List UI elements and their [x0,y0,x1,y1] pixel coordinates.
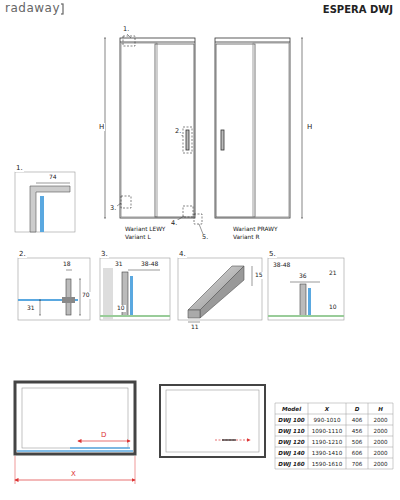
callout-number: 2. [174,128,182,135]
table-cell: D [355,406,360,412]
table-rule [275,436,393,437]
variant-label: Variant R [232,234,260,241]
table-cell: 406 [352,417,363,423]
table-cell: 456 [352,428,363,434]
logo-text: radaway [4,2,61,16]
table-cell: 2000 [373,450,387,456]
dimension-label: 10 [116,305,126,312]
table-cell: 1390-1410 [312,450,343,456]
table-cell: 506 [352,439,363,445]
table-cell: DWJ 120 [278,439,305,445]
table-cell: 2000 [373,417,387,423]
dimension-label: 11 [190,324,200,331]
table-rule [275,414,393,415]
table-cell: 2000 [373,461,387,467]
dimension-label: 21 [328,270,338,277]
table-cell: 606 [352,450,363,456]
table-rule [275,469,393,470]
dimension-label: 15 [254,272,264,279]
variant-label: Variant L [124,234,152,241]
table-rule [393,403,394,469]
dimension-label: 38-48 [140,261,159,268]
dimension-label: 31 [26,305,36,312]
dimension-label: 31 [114,261,124,268]
table-cell: 1090-1110 [312,428,343,434]
table-cell: H [378,406,383,412]
dimension-label: 38-48 [272,262,291,269]
table-cell: 2000 [373,439,387,445]
dimension-label: H [306,123,313,131]
dimension-label: H [98,123,105,131]
dimension-label: X [70,470,77,478]
callout-number: 1. [15,164,24,172]
dimension-label: 36 [298,273,308,280]
table-rule [275,458,393,459]
callout-number: 4. [178,250,187,258]
table-rule [368,403,369,469]
dimension-label: 10 [328,304,338,311]
table-cell: 1190-1210 [312,439,343,445]
table-cell: DWJ 100 [278,417,305,423]
dimension-label: 70 [81,292,91,299]
title: ESPERA DWJ [322,4,394,16]
table-cell: X [325,406,329,412]
callout-number: 3. [109,205,117,212]
callout-number: 5. [201,234,209,241]
callout-number: 2. [18,250,27,258]
table-cell: DWJ 140 [278,450,305,456]
table-cell: DWJ 110 [278,428,305,434]
table-rule [275,447,393,448]
table-rule [308,403,309,469]
variant-label: Wariant LEWY [124,226,166,233]
table-cell: 2000 [373,428,387,434]
dimension-label: D [100,431,107,439]
table-cell: 1590-1610 [312,461,343,467]
callout-number: 1. [122,26,130,33]
dimension-label: 74 [48,174,58,181]
callout-number: 5. [268,250,277,258]
callout-number: 4. [170,220,178,227]
table-cell: Model [282,406,301,412]
callout-number: 3. [100,250,109,258]
table-rule [275,425,393,426]
variant-label: Wariant PRAWY [232,226,278,233]
dimension-label: 18 [62,261,72,268]
table-rule [346,403,347,469]
table-rule [275,403,276,469]
table-cell: DWJ 160 [278,461,305,467]
table-cell: 990-1010 [314,417,341,423]
table-cell: 706 [352,461,363,467]
table-rule [275,403,393,404]
